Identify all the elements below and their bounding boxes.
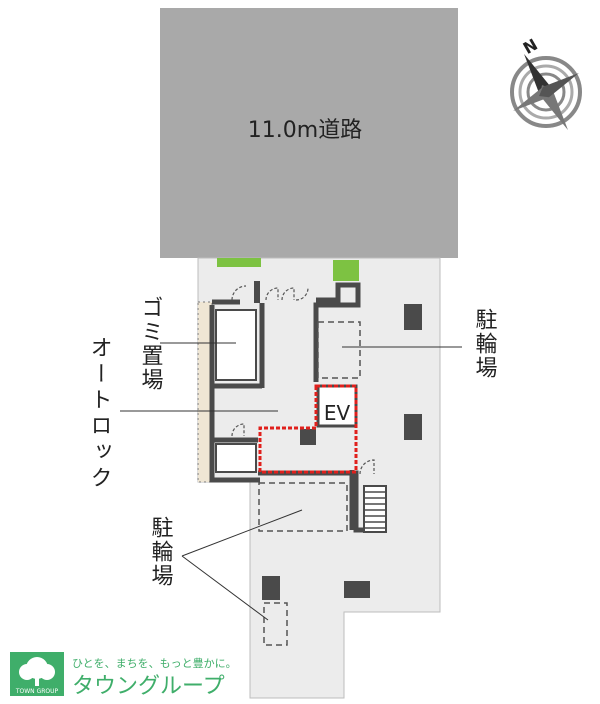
gomi-label: ゴミ置場: [138, 296, 164, 392]
stairs: [363, 485, 387, 533]
leader-lines: [120, 342, 462, 621]
utility-room: [215, 443, 257, 473]
gomi-room: [215, 309, 257, 381]
ev-label: EV: [324, 401, 351, 425]
road: [160, 8, 458, 258]
planting-strip: [197, 301, 213, 483]
churin-right-label: 駐輪場: [472, 308, 498, 380]
road-label: 11.0m道路: [248, 118, 362, 143]
logo-sub: TOWN GROUP: [15, 688, 59, 695]
entrance-highlight: [258, 384, 358, 474]
town-group-logo: TOWN GROUP: [10, 652, 64, 696]
autolock-label: オートロック: [87, 336, 112, 492]
planting-right: [333, 260, 359, 281]
compass-icon: [510, 53, 582, 131]
door-arcs: [231, 285, 375, 475]
churin-left-label: 駐輪場: [148, 516, 174, 588]
logo-tagline: ひとを、まちを、もっと豊かに。: [72, 657, 237, 670]
compass-north-label: N: [520, 35, 541, 58]
planting-left: [217, 258, 261, 267]
columns: [254, 281, 422, 600]
logo-name: タウングループ: [72, 674, 225, 699]
bike-parking-areas: [258, 321, 361, 646]
